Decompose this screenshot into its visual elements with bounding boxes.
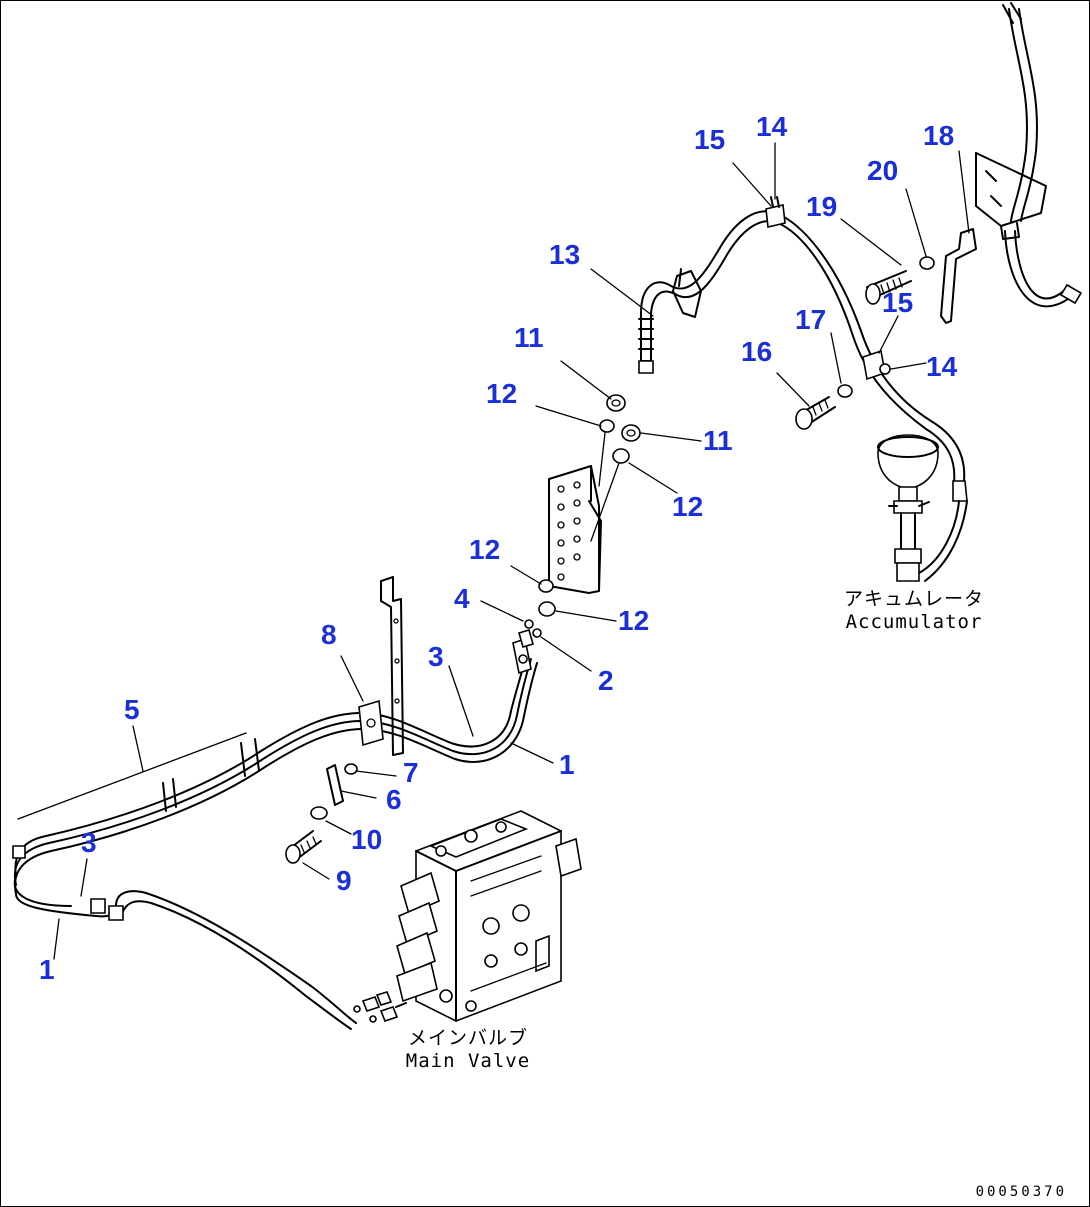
oring-4 xyxy=(524,619,534,629)
bracket-plate xyxy=(548,465,602,594)
washer-17 xyxy=(837,384,853,398)
bolt-7 xyxy=(344,763,358,775)
main-valve-caption-en: Main Valve xyxy=(405,1050,531,1072)
part-label-9: 9 xyxy=(336,865,352,896)
oring-2 xyxy=(532,628,542,638)
part-label-7: 7 xyxy=(403,757,419,788)
part-label-1: 1 xyxy=(39,954,55,985)
clamp-15-top xyxy=(765,196,786,228)
part-label-13: 13 xyxy=(549,239,581,270)
part-label-19: 19 xyxy=(806,191,838,222)
part-label-20: 20 xyxy=(867,155,899,186)
part-label-12: 12 xyxy=(486,378,518,409)
part-label-15: 15 xyxy=(882,287,914,318)
accumulator-caption-en: Accumulator xyxy=(845,611,983,633)
vertical-bracket xyxy=(380,576,404,756)
part-label-18: 18 xyxy=(923,120,955,151)
part-label-3: 3 xyxy=(428,641,444,672)
washer-12-left xyxy=(538,579,554,593)
part-label-1: 1 xyxy=(559,749,575,780)
clamp-8 xyxy=(358,699,384,747)
part-label-15: 15 xyxy=(694,124,726,155)
accumulator-caption-jp: アキュムレータ xyxy=(843,588,984,610)
clip-6 xyxy=(326,764,344,806)
bolt-19 xyxy=(865,270,912,305)
part-label-12: 12 xyxy=(672,491,704,522)
bolt-9 xyxy=(285,830,322,864)
leader-line-5 xyxy=(17,732,247,820)
leader-lines xyxy=(53,142,970,960)
bolt-16 xyxy=(795,396,836,430)
document-number: 00050370 xyxy=(975,1184,1067,1200)
stud-lines xyxy=(590,432,620,542)
washer-12-upper xyxy=(599,419,615,433)
clamp-15-lower xyxy=(862,349,891,381)
washer-20 xyxy=(919,256,935,270)
part-label-4: 4 xyxy=(454,583,470,614)
part-label-11: 11 xyxy=(703,425,733,456)
valve-fittings xyxy=(353,991,407,1023)
bracket-18 xyxy=(940,152,1047,324)
part-label-5: 5 xyxy=(124,694,140,725)
washer-10 xyxy=(310,806,328,820)
nut-11-lower xyxy=(621,424,641,442)
part-label-2: 2 xyxy=(598,665,614,696)
hose-13 xyxy=(638,210,966,484)
part-label-12: 12 xyxy=(469,534,501,565)
main-valve xyxy=(396,810,582,1022)
hose-end-top xyxy=(512,629,534,675)
part-label-14: 14 xyxy=(756,111,788,142)
part-label-14: 14 xyxy=(926,351,958,382)
hose-assembly-1-3 xyxy=(12,655,538,1030)
main-valve-caption-jp: メインバルブ xyxy=(407,1027,528,1049)
upper-hose-right xyxy=(1002,2,1083,308)
clamp-13 xyxy=(672,268,702,318)
part-label-11: 11 xyxy=(514,322,544,353)
washer-12-bottom xyxy=(538,601,556,617)
part-label-17: 17 xyxy=(795,304,827,335)
washer-12-right xyxy=(612,448,630,464)
part-label-10: 10 xyxy=(351,824,383,855)
part-label-12: 12 xyxy=(618,605,650,636)
part-label-8: 8 xyxy=(321,619,337,650)
part-label-6: 6 xyxy=(386,784,402,815)
accumulator xyxy=(877,434,939,582)
hose-end-right xyxy=(918,480,968,582)
part-label-16: 16 xyxy=(741,336,773,367)
part-label-3: 3 xyxy=(81,827,97,858)
